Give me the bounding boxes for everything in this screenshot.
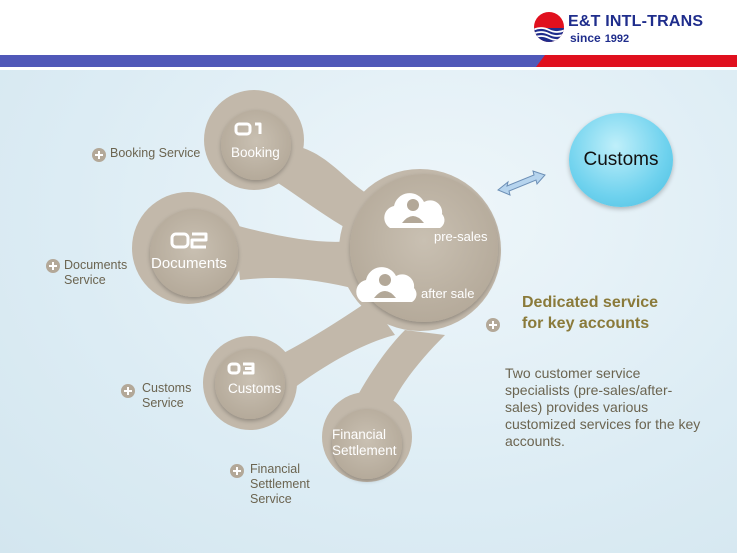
number-03-icon bbox=[227, 362, 255, 375]
dedicated-service-heading: Dedicated service for key accounts bbox=[522, 294, 659, 332]
node-documents bbox=[150, 209, 238, 297]
brand-name: E&T INTL-TRANS bbox=[568, 13, 704, 30]
node-label-customs: Customs bbox=[228, 381, 282, 396]
customs-circle-label: Customs bbox=[583, 149, 659, 170]
header-bar-notch bbox=[536, 55, 545, 67]
hub-label-after-sale: after sale bbox=[421, 286, 475, 301]
node-customs bbox=[215, 349, 285, 419]
plus-circle-icon bbox=[92, 148, 106, 162]
node-label-documents: Documents bbox=[151, 255, 227, 272]
node-financial bbox=[332, 409, 402, 479]
cloud-user-icon bbox=[356, 267, 417, 302]
double-arrow-icon bbox=[497, 170, 546, 196]
node-label-financial: Financial Settlement bbox=[332, 427, 397, 458]
description-text: Two customer service specialists (pre-sa… bbox=[505, 365, 701, 449]
number-01-icon bbox=[234, 122, 262, 136]
side-label-booking: Booking Service bbox=[110, 146, 201, 160]
header-red-bar bbox=[545, 55, 737, 67]
node-booking bbox=[221, 110, 291, 180]
hub-label-pre-sales: pre-sales bbox=[434, 229, 488, 244]
plus-circle-icon bbox=[121, 384, 135, 398]
plus-circle-icon bbox=[230, 464, 244, 478]
logo-globe-icon bbox=[534, 12, 564, 42]
number-02-icon bbox=[170, 232, 208, 249]
plus-circle-icon bbox=[46, 259, 60, 273]
node-label-booking: Booking bbox=[231, 145, 280, 160]
plus-circle-icon bbox=[486, 318, 500, 332]
cloud-user-icon bbox=[384, 193, 445, 228]
header-blue-bar bbox=[0, 55, 545, 67]
customs-circle: Customs bbox=[569, 113, 673, 207]
